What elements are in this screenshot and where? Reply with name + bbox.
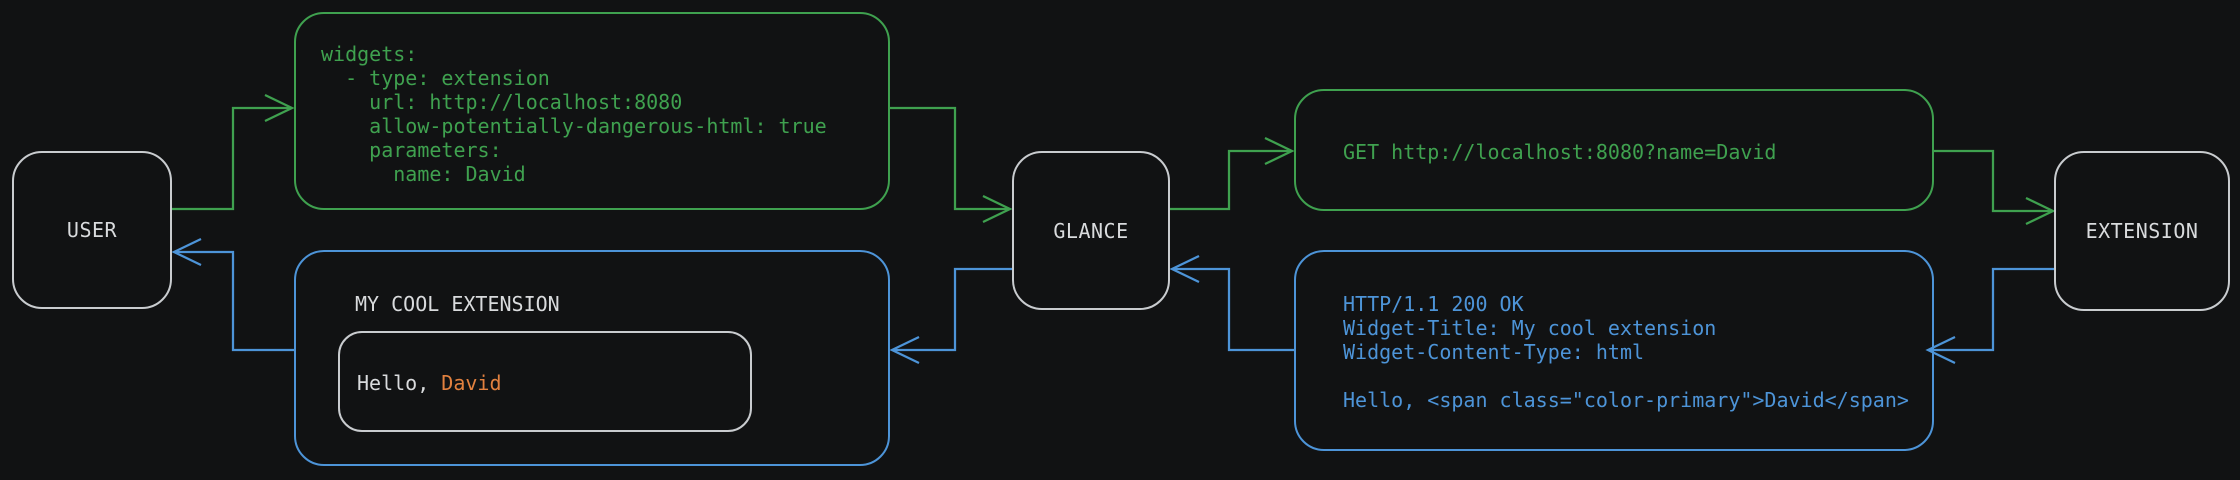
greeting-name: David — [441, 371, 502, 395]
widget-title: MY COOL EXTENSION — [355, 292, 560, 316]
http-request-box: GET http://localhost:8080?name=David — [1294, 89, 1934, 211]
arrow-glance-to-widget — [889, 267, 1012, 365]
node-user-label: USER — [66, 218, 118, 242]
config-yaml-box: widgets: - type: extension url: http://l… — [294, 12, 890, 210]
widget-greeting: Hello, David — [357, 371, 502, 395]
greeting-prefix: Hello, — [357, 371, 442, 395]
http-response-box: HTTP/1.1 200 OK Widget-Title: My cool ex… — [1294, 250, 1934, 451]
arrow-glance-to-request — [1170, 136, 1295, 211]
arrow-response-to-glance — [1169, 254, 1294, 352]
arrow-widget-to-user — [171, 237, 294, 352]
arrow-request-to-extension — [1934, 149, 2056, 226]
node-glance: GLANCE — [1012, 151, 1170, 310]
node-glance-label: GLANCE — [1053, 218, 1129, 243]
http-response-text: HTTP/1.1 200 OK Widget-Title: My cool ex… — [1343, 292, 1909, 412]
arrow-extension-to-response — [1925, 267, 2054, 365]
http-request-text: GET http://localhost:8080?name=David — [1343, 140, 1777, 164]
node-extension-label: EXTENSION — [2085, 219, 2199, 243]
config-yaml-code: widgets: - type: extension url: http://l… — [321, 42, 827, 186]
arrow-user-to-config — [172, 93, 295, 211]
rendered-widget-box: MY COOL EXTENSION Hello, David — [294, 250, 890, 466]
widget-content-frame: Hello, David — [338, 331, 752, 432]
arrow-config-to-glance — [890, 106, 1013, 224]
node-user: USER — [12, 151, 172, 309]
node-extension: EXTENSION — [2054, 151, 2230, 311]
